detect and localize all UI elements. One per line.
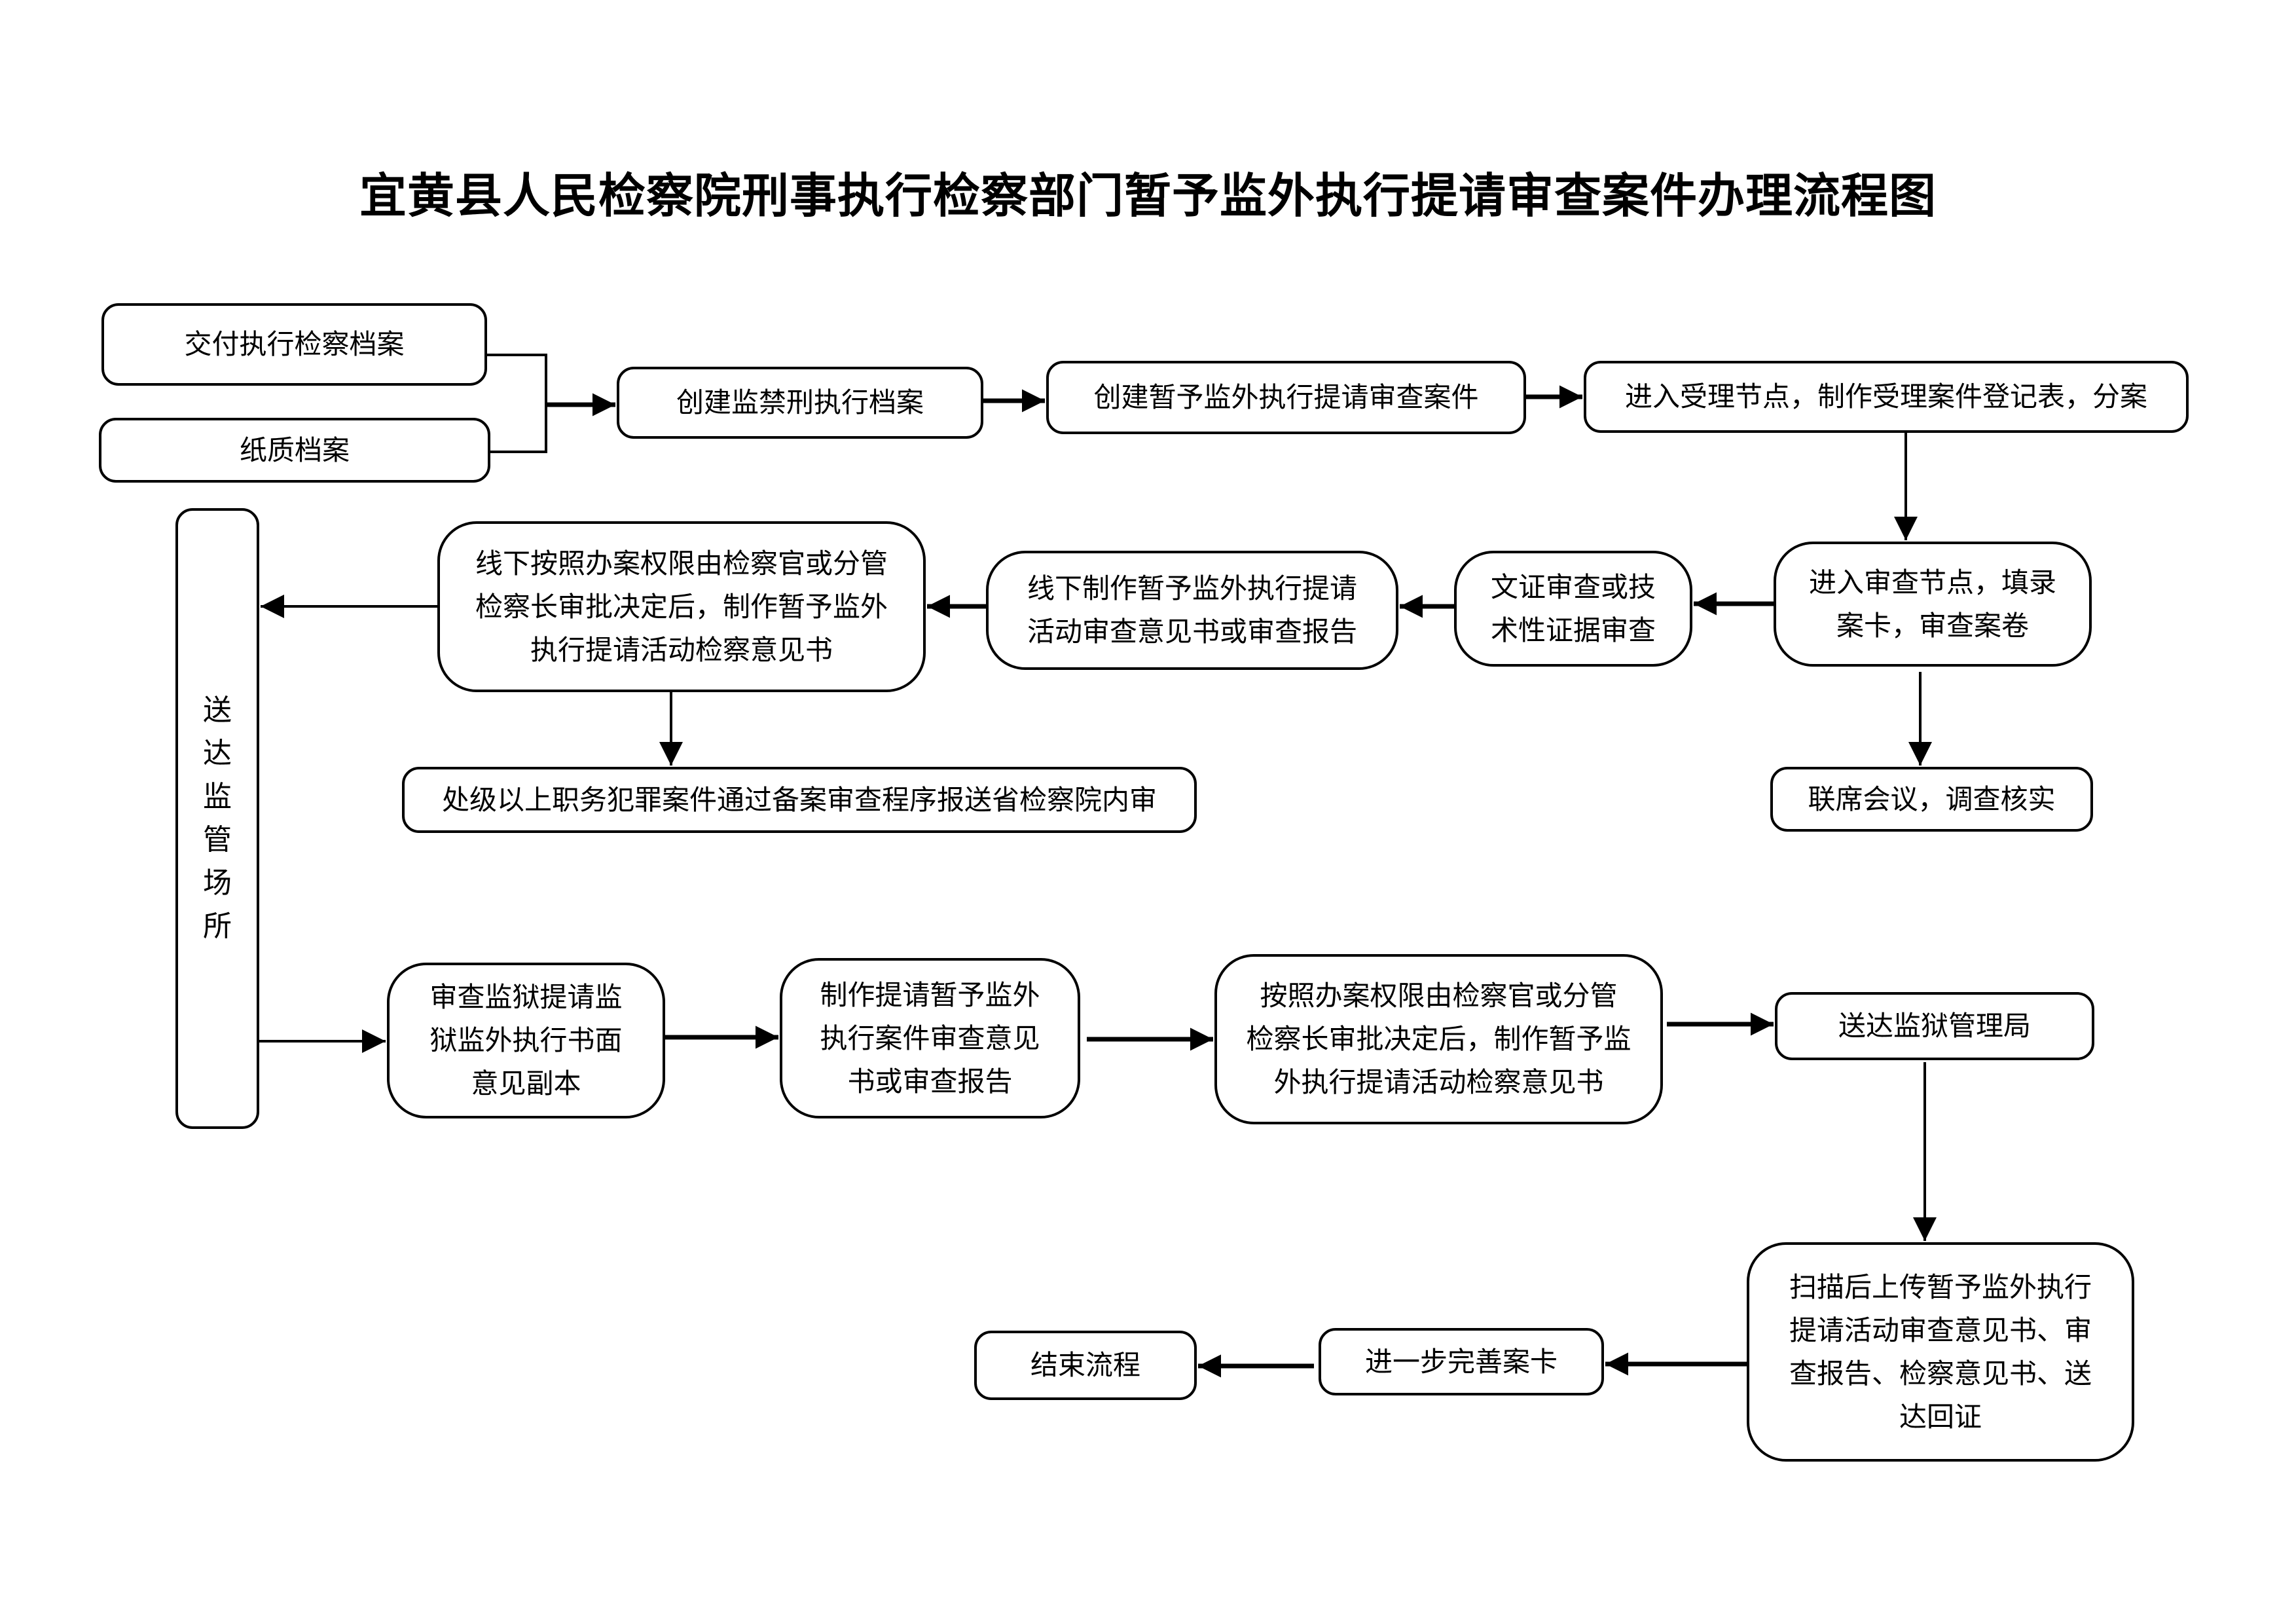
- node-label-char: 所: [203, 910, 232, 943]
- node-label: 结束流程: [1030, 1349, 1140, 1381]
- node-review: 进入审查节点，填录 案卡，审查案卷: [1774, 542, 2092, 667]
- node-label: 扫描后上传暂予监外执行 提请活动审查意见书、审 查报告、检察意见书、送 达回证: [1789, 1270, 2092, 1433]
- node-label: 按照办案权限由检察官或分管 检察长审批决定后，制作暂予监 外执行提请活动检察意见…: [1246, 980, 1631, 1098]
- node-joint-meeting: 联席会议，调查核实: [1770, 767, 2093, 832]
- node-label: 进入审查节点，填录 案卡，审查案卷: [1808, 566, 2056, 642]
- node-offline-opinion: 线下制作暂予监外执行提请 活动审查意见书或审查报告: [986, 551, 1398, 670]
- node-label: 制作提请暂予监外 执行案件审查意见 书或审查报告: [820, 978, 1040, 1098]
- node-offline-approval: 线下按照办案权限由检察官或分管 检察长审批决定后，制作暂予监外 执行提请活动检察…: [437, 521, 926, 692]
- node-deliver-prison-bureau: 送达监狱管理局: [1775, 992, 2094, 1060]
- node-label: 纸质档案: [239, 434, 350, 466]
- node-provincial-filing: 处级以上职务犯罪案件通过备案审查程序报送省检察院内审: [402, 767, 1197, 833]
- node-label: 创建暂予监外执行提请审查案件: [1093, 381, 1479, 413]
- node-label: 送达监狱管理局: [1838, 1010, 2031, 1042]
- node-label: 进一步完善案卡: [1364, 1345, 1558, 1378]
- node-label: 联席会议，调查核实: [1808, 783, 2056, 815]
- node-create-custody-archive: 创建监禁刑执行档案: [617, 367, 983, 439]
- node-label: 文证审查或技 术性证据审查: [1490, 570, 1656, 646]
- node-evidence-review: 文证审查或技 术性证据审查: [1454, 551, 1692, 667]
- node-label: 线下按照办案权限由检察官或分管 检察长审批决定后，制作暂予监外 执行提请活动检察…: [475, 547, 888, 666]
- node-approval-opinion: 按照办案权限由检察官或分管 检察长审批决定后，制作暂予监 外执行提请活动检察意见…: [1214, 954, 1663, 1124]
- node-label-char: 达: [203, 737, 232, 770]
- node-label: 交付执行检察档案: [184, 328, 405, 360]
- node-scan-upload: 扫描后上传暂予监外执行 提请活动审查意见书、审 查报告、检察意见书、送 达回证: [1747, 1242, 2134, 1462]
- node-label-char: 监: [203, 780, 232, 813]
- node-improve-case-card: 进一步完善案卡: [1319, 1328, 1604, 1395]
- node-label: 创建监禁刑执行档案: [676, 386, 924, 418]
- node-end-process: 结束流程: [974, 1331, 1197, 1400]
- node-label-char: 场: [203, 866, 232, 900]
- node-delivery-archive: 交付执行检察档案: [101, 303, 487, 386]
- node-label: 线下制作暂予监外执行提请 活动审查意见书或审查报告: [1027, 572, 1357, 648]
- connector-archives-bracket: [487, 354, 547, 453]
- node-label-char: 送: [203, 693, 232, 727]
- node-create-case: 创建暂予监外执行提请审查案件: [1046, 361, 1526, 434]
- page-title: 宜黄县人民检察院刑事执行检察部门暂予监外执行提请审查案件办理流程图: [359, 168, 1937, 223]
- node-acceptance: 进入受理节点，制作受理案件登记表，分案: [1584, 361, 2189, 433]
- node-label: 进入受理节点，制作受理案件登记表，分案: [1624, 380, 2147, 413]
- node-make-review-opinion: 制作提请暂予监外 执行案件审查意见 书或审查报告: [780, 958, 1080, 1118]
- node-review-prison-request: 审查监狱提请监 狱监外执行书面 意见副本: [387, 963, 665, 1118]
- node-deliver-custody-place: 送 达 监 管 场 所: [175, 508, 259, 1129]
- node-label-char: 管: [203, 823, 232, 857]
- node-label: 审查监狱提请监 狱监外执行书面 意见副本: [429, 981, 623, 1099]
- node-label: 处级以上职务犯罪案件通过备案审查程序报送省检察院内审: [441, 783, 1157, 816]
- node-paper-archive: 纸质档案: [99, 418, 490, 483]
